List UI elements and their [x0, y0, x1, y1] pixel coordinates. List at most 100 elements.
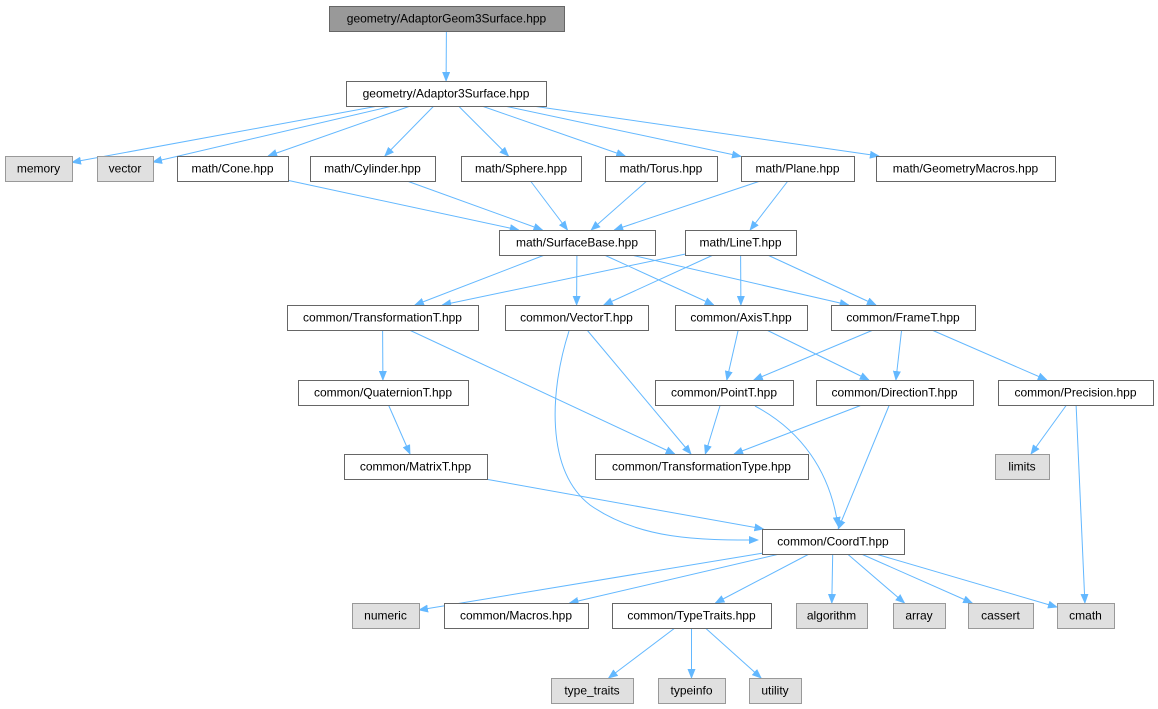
node-label: math/Sphere.hpp — [475, 162, 567, 176]
node-label: common/TypeTraits.hpp — [627, 609, 756, 623]
node-box — [675, 305, 808, 331]
node-box — [505, 305, 649, 331]
edge-coord-to-cassert — [861, 553, 974, 604]
node-algorithm: algorithm — [796, 603, 868, 629]
node-label: math/SurfaceBase.hpp — [516, 236, 638, 250]
edge-sphere-to-surfbase — [530, 180, 569, 231]
node-label: math/Cone.hpp — [191, 162, 273, 176]
node-cassert: cassert — [968, 603, 1034, 629]
node-label: cmath — [1069, 609, 1102, 623]
node-line[interactable]: math/LineT.hpp — [685, 230, 797, 256]
node-matrix[interactable]: common/MatrixT.hpp — [344, 454, 488, 480]
node-plane[interactable]: math/Plane.hpp — [741, 156, 855, 182]
node-box — [612, 603, 772, 629]
node-box — [749, 678, 802, 704]
node-box — [893, 603, 946, 629]
node-box — [741, 156, 855, 182]
node-label: geometry/Adaptor3Surface.hpp — [363, 87, 530, 101]
node-box — [346, 81, 547, 107]
node-limits: limits — [995, 454, 1050, 480]
node-label: utility — [761, 684, 788, 698]
node-root: geometry/AdaptorGeom3Surface.hpp — [329, 6, 565, 32]
node-label: common/TransformationT.hpp — [303, 311, 462, 325]
node-typeinfo: typeinfo — [658, 678, 726, 704]
node-cyl[interactable]: math/Cylinder.hpp — [310, 156, 436, 182]
node-box — [1057, 603, 1115, 629]
edge-coord-to-traits — [714, 553, 810, 604]
node-box — [461, 156, 582, 182]
node-surfbase[interactable]: math/SurfaceBase.hpp — [499, 230, 656, 256]
node-vectorT[interactable]: common/VectorT.hpp — [505, 305, 649, 331]
node-array: array — [893, 603, 946, 629]
node-ttype[interactable]: common/TransformationType.hpp — [595, 454, 809, 480]
node-frameT[interactable]: common/FrameT.hpp — [831, 305, 976, 331]
node-box — [344, 454, 488, 480]
node-label: common/QuaternionT.hpp — [314, 386, 452, 400]
edge-frameT-to-dirT — [892, 329, 903, 381]
edge-torus-to-surfbase — [590, 180, 648, 231]
node-label: common/AxisT.hpp — [690, 311, 792, 325]
node-type_traits: type_traits — [551, 678, 634, 704]
node-axisT[interactable]: common/AxisT.hpp — [675, 305, 808, 331]
edge-prec-to-cmath — [1075, 404, 1089, 604]
node-transT[interactable]: common/TransformationT.hpp — [287, 305, 479, 331]
node-a3s[interactable]: geometry/Adaptor3Surface.hpp — [346, 81, 547, 107]
node-label: common/MatrixT.hpp — [360, 460, 472, 474]
edge-dirT-to-coord — [837, 404, 890, 530]
node-box — [876, 156, 1056, 182]
node-label: common/FrameT.hpp — [846, 311, 960, 325]
node-label: common/CoordT.hpp — [777, 535, 889, 549]
edge-cyl-to-surfbase — [406, 180, 544, 231]
node-torus[interactable]: math/Torus.hpp — [605, 156, 718, 182]
node-pointT[interactable]: common/PointT.hpp — [655, 380, 794, 406]
node-box — [310, 156, 436, 182]
node-box — [595, 454, 809, 480]
edge-cone-to-surfbase — [287, 179, 520, 233]
node-coord[interactable]: common/CoordT.hpp — [762, 529, 905, 555]
node-label: vector — [109, 162, 142, 176]
edge-a3s-to-plane — [504, 105, 742, 159]
edge-line-to-frameT — [767, 254, 877, 306]
edge-plane-to-line — [749, 180, 789, 231]
edge-traits-to-utility — [705, 627, 762, 679]
node-quat[interactable]: common/QuaternionT.hpp — [298, 380, 469, 406]
node-box — [352, 603, 420, 629]
node-box — [658, 678, 726, 704]
edge-frameT-to-pointT — [752, 329, 874, 381]
node-cmacros[interactable]: common/Macros.hpp — [444, 603, 589, 629]
node-label: algorithm — [807, 609, 856, 623]
node-box — [551, 678, 634, 704]
node-sphere[interactable]: math/Sphere.hpp — [461, 156, 582, 182]
edge-matrix-to-coord — [485, 478, 765, 532]
edge-coord-to-algorithm — [827, 553, 836, 604]
node-traits[interactable]: common/TypeTraits.hpp — [612, 603, 772, 629]
node-dirT[interactable]: common/DirectionT.hpp — [816, 380, 974, 406]
edge-dirT-to-ttype — [733, 404, 863, 455]
node-label: cassert — [981, 609, 1020, 623]
edge-vectorT-to-coord — [554, 330, 759, 544]
node-box — [298, 380, 469, 406]
node-box — [796, 603, 868, 629]
edge-a3s-to-cyl — [384, 105, 435, 157]
node-label: limits — [1008, 460, 1035, 474]
node-prec[interactable]: common/Precision.hpp — [998, 380, 1154, 406]
edge-coord-to-array — [847, 553, 906, 604]
node-gmacros[interactable]: math/GeometryMacros.hpp — [876, 156, 1056, 182]
node-label: math/LineT.hpp — [699, 236, 781, 250]
node-label: common/DirectionT.hpp — [831, 386, 957, 400]
node-label: common/PointT.hpp — [671, 386, 777, 400]
edge-vectorT-to-ttype — [586, 329, 692, 455]
edge-surfbase-to-transT — [413, 254, 545, 306]
node-label: common/Precision.hpp — [1014, 386, 1136, 400]
node-label: math/Torus.hpp — [620, 162, 703, 176]
node-box — [995, 454, 1050, 480]
node-box — [655, 380, 794, 406]
edge-a3s-to-gmacros — [532, 105, 880, 159]
node-label: numeric — [364, 609, 407, 623]
edge-prec-to-limits — [1030, 404, 1067, 455]
edge-line-to-vectorT — [602, 254, 714, 306]
node-cone[interactable]: math/Cone.hpp — [177, 156, 289, 182]
node-label: geometry/AdaptorGeom3Surface.hpp — [347, 12, 547, 26]
edge-traits-to-type_traits — [607, 627, 676, 679]
